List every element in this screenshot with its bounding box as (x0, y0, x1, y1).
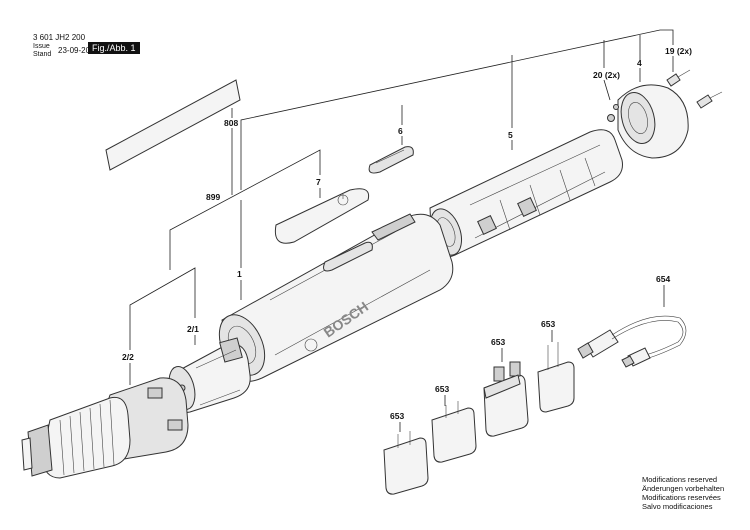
callout-2-2: 2/2 (122, 352, 134, 362)
callout-7: 7 (316, 177, 321, 187)
issue-stand-label: Issue Stand (33, 43, 51, 59)
figure-label: Fig./Abb. 1 (88, 42, 140, 54)
battery-frame-5 (429, 129, 623, 258)
callout-5: 5 (508, 130, 513, 140)
callout-653-left-mid: 653 (435, 384, 449, 394)
switch-button-6 (368, 146, 414, 174)
charger-653-mid (483, 361, 529, 437)
callout-6: 6 (398, 126, 403, 136)
mod-fr: Modifications reservées (642, 493, 721, 502)
callout-2-1: 2/1 (187, 324, 199, 334)
mod-es: Salvo modificaciones (642, 502, 713, 511)
charger-653-left (383, 431, 429, 495)
callout-654: 654 (656, 274, 670, 284)
gearbox-2-2 (21, 377, 189, 479)
callout-653-mid: 653 (491, 337, 505, 347)
modifications-notice: Modifications reserved Änderungen vorbeh… (642, 475, 724, 511)
callout-19: 19 (2x) (665, 46, 692, 56)
mod-en: Modifications reserved (642, 475, 718, 484)
callout-899: 899 (206, 192, 220, 202)
label-strip-808 (105, 79, 241, 171)
callout-4: 4 (637, 58, 642, 68)
housing-1: BOSCH (218, 213, 454, 382)
callout-lines (129, 29, 674, 432)
issue-date: 23-09-20 (58, 46, 91, 55)
stand-label: Stand (33, 51, 52, 58)
document-code: 3 601 JH2 200 (33, 33, 86, 42)
usb-cable-654 (577, 315, 687, 368)
callout-1: 1 (237, 269, 242, 279)
callout-653-left: 653 (390, 411, 404, 421)
callout-20: 20 (2x) (593, 70, 620, 80)
cover-7 (274, 188, 370, 244)
part-numbers: 808 6 5 4 19 (2x) 20 (2x) 899 7 1 654 2/… (122, 46, 692, 421)
charger-653-left-mid (431, 401, 477, 463)
callout-808: 808 (224, 118, 238, 128)
end-cap-4 (607, 84, 689, 159)
mod-de: Änderungen vorbehalten (642, 484, 725, 493)
charger-653-right (537, 342, 575, 413)
screws-19 (666, 69, 723, 109)
issue-label: Issue (33, 43, 50, 50)
callout-653-right: 653 (541, 319, 555, 329)
